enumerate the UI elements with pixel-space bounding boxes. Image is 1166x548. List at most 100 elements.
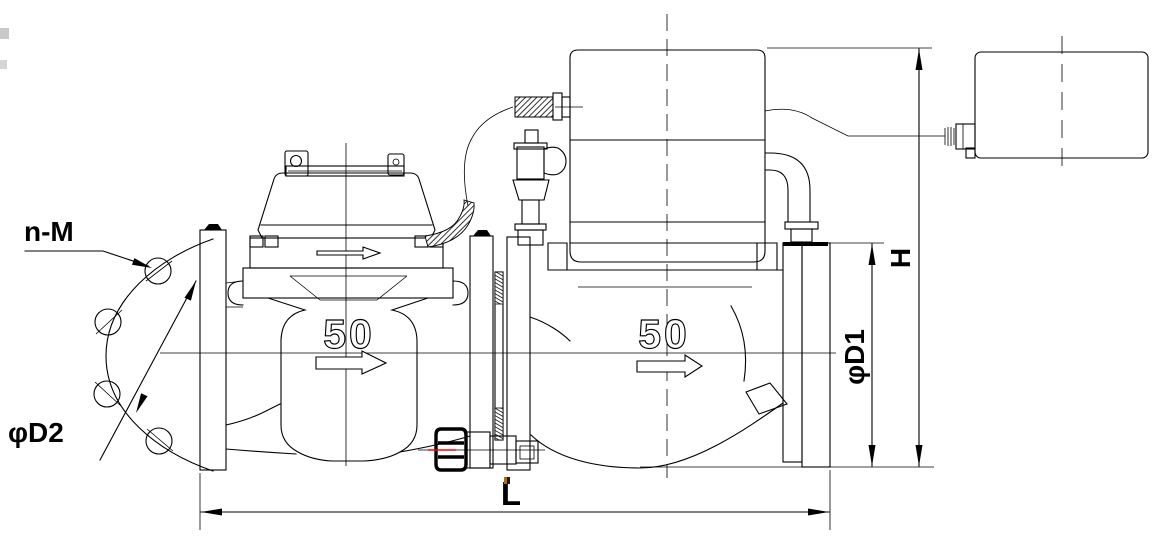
control-box-body (974, 51, 1149, 159)
valve-seat-arc (730, 305, 747, 382)
dimension-height: H (767, 47, 932, 467)
length-label: L (501, 475, 521, 512)
gland-spring (944, 127, 955, 146)
inlet-flange (199, 224, 227, 471)
pipe-riser (790, 228, 813, 243)
valve-outlet-flange (801, 242, 831, 468)
flow-arrow-small (316, 246, 382, 260)
lid-latch-tab (387, 153, 405, 176)
head-lug (264, 235, 279, 248)
pilot-valve (512, 129, 567, 246)
drain-adapter-slot (519, 445, 535, 460)
drain-plug (434, 427, 539, 472)
flange-top-lug (473, 230, 491, 236)
diameter-line (99, 280, 197, 461)
bolt-hole-centermark (95, 309, 123, 335)
bolt-hole-centermark (94, 381, 122, 407)
flow-arrow-valve (636, 353, 704, 379)
actuator-box (569, 49, 766, 263)
bolt-spec-callout: n-M (24, 216, 152, 268)
elbow-outer (764, 152, 811, 223)
pilot-cap (524, 129, 539, 144)
bolt-circle-view (93, 238, 214, 472)
flow-arrow-meter (315, 350, 388, 375)
bolt-hole-centermark (145, 260, 173, 282)
water-meter: 50 (225, 150, 471, 462)
valve-size-marking: 50 (638, 311, 690, 357)
register-dome (257, 172, 436, 239)
bolt-hole-centermark (146, 428, 174, 452)
bonnet-neck-right (756, 242, 778, 271)
control-box (764, 51, 1149, 159)
inlet-throat-curve (529, 316, 571, 342)
elbow-inner (764, 169, 789, 223)
bolt-circle-arc (105, 238, 214, 472)
leader-arrowhead (132, 258, 152, 268)
bolt-spec-label: n-M (24, 216, 74, 247)
inlet-neck-groove (227, 280, 244, 306)
black-tick-artifact (507, 477, 510, 484)
dimension-arrowhead (808, 508, 829, 516)
render-artifacts (0, 28, 510, 484)
sensor-wire (463, 106, 514, 207)
flange-top-thick-edge (783, 242, 828, 246)
signal-cable (764, 108, 945, 137)
outlet-inner-plate (782, 242, 803, 463)
bolt-hole (93, 380, 121, 408)
diameter-arrowhead (184, 281, 196, 301)
threaded-conduit-fitting (514, 96, 554, 118)
hinge-hole (289, 154, 303, 168)
meter-barrel (242, 297, 454, 462)
bolt-hole (144, 257, 172, 285)
diameter-arrowhead (136, 393, 148, 413)
drain-plug-hex (434, 427, 468, 472)
lid-hinge-tab (284, 150, 309, 177)
valve-clapper (745, 382, 788, 415)
actuator-housing (424, 49, 766, 263)
centerlines (160, 14, 1063, 478)
inlet-flange-plate (199, 229, 227, 471)
strainer-cup (289, 275, 408, 301)
dimension-length: L (199, 470, 831, 530)
dimension-arrowhead (915, 49, 923, 70)
flange-dia-label: φD1 (839, 329, 870, 385)
bonnet-neck-left (547, 242, 568, 271)
dimension-arrowhead (868, 445, 876, 466)
inlet-cone-bottom (225, 403, 281, 426)
pilot-side-knob (543, 146, 567, 176)
pilot-body (516, 146, 545, 180)
cable-gland (955, 123, 976, 150)
coupling-flanges (469, 230, 531, 471)
pilot-stem (521, 199, 540, 225)
flexible-conduit (424, 199, 475, 248)
pipe-flange-disc (784, 221, 819, 230)
meter-casing (242, 267, 454, 299)
gasket-hatch (494, 271, 504, 305)
dimension-arrowhead (868, 244, 876, 265)
height-label: H (885, 248, 916, 268)
inlet-underside (225, 448, 297, 455)
head-lug (249, 235, 264, 248)
pilot-base-plate (514, 223, 547, 231)
orange-tick-artifact (504, 477, 507, 484)
bolt-hole (145, 427, 173, 455)
valve-body: 50 (434, 242, 831, 472)
meter-size-marking: 50 (323, 311, 375, 357)
drain-adapter (515, 440, 539, 464)
outlet-neck-groove (452, 280, 469, 306)
control-box-foot (965, 147, 976, 159)
latch-hole (392, 158, 400, 166)
bolt-circle-dia-label: φD2 (8, 417, 64, 448)
pipe-elbow (764, 152, 819, 243)
pilot-base-block (517, 229, 544, 246)
bolt-hole (94, 308, 122, 336)
valve-inlet-flange (506, 236, 531, 471)
dimension-flange-dia: φD1 (640, 242, 934, 468)
inlet-neck-lines (225, 280, 244, 308)
grey-edge-artifact (0, 60, 7, 69)
pilot-collar (513, 142, 548, 150)
grey-edge-artifact (0, 28, 9, 39)
dimension-arrowhead (201, 508, 222, 516)
leader-line (24, 250, 149, 267)
